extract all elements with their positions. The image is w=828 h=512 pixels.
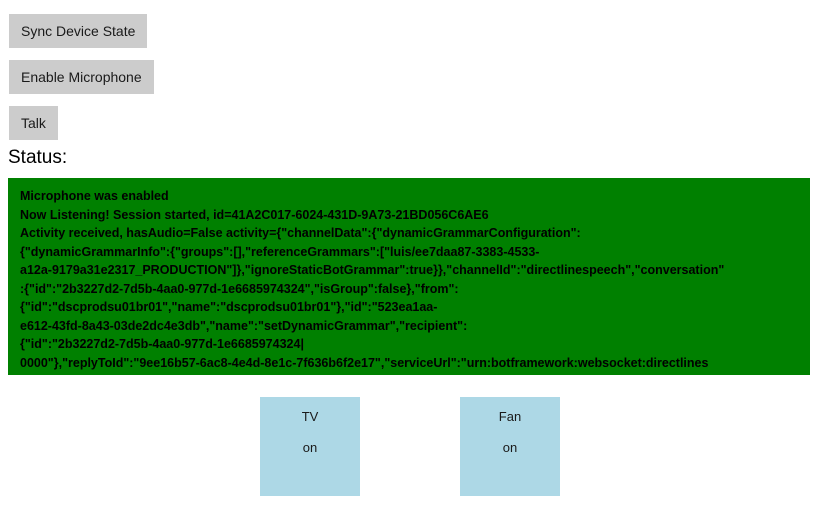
status-log-line: Microphone was enabled xyxy=(20,189,169,203)
status-log-line: {"id":"dscprodsu01br01","name":"dscprods… xyxy=(20,300,438,314)
status-log-line: e612-43fd-8a43-03de2dc4e3db","name":"set… xyxy=(20,318,468,333)
status-log-line: {"dynamicGrammarInfo":{"groups":[],"refe… xyxy=(20,244,540,259)
device-card-fan: Fan on xyxy=(460,397,560,496)
status-log-line: Now Listening! Session started, id=41A2C… xyxy=(20,207,489,222)
device-card-tv: TV on xyxy=(260,397,360,496)
sync-device-state-button[interactable]: Sync Device State xyxy=(9,14,148,48)
talk-button[interactable]: Talk xyxy=(9,106,58,140)
status-log-line: :{"id":"2b3227d2-7d5b-4aa0-977d-1e668597… xyxy=(20,281,459,296)
device-state: on xyxy=(302,440,318,455)
status-log: Microphone was enabled Now Listening! Se… xyxy=(8,178,810,375)
device-name: Fan xyxy=(498,409,522,424)
status-label: Status: xyxy=(8,147,68,168)
status-log-line: Activity received, hasAudio=False activi… xyxy=(20,226,581,240)
enable-microphone-button[interactable]: Enable Microphone xyxy=(9,60,154,94)
status-log-line: {"id":"2b3227d2-7d5b-4aa0-977d-1e6685974… xyxy=(20,337,304,351)
status-log-line: a12a-9179a31e2317_PRODUCTION"]},"ignoreS… xyxy=(20,263,725,277)
device-state: on xyxy=(502,440,518,455)
device-name: TV xyxy=(301,409,319,424)
status-log-line: 0000"},"replyToId":"9ee16b57-6ac8-4e4d-8… xyxy=(20,355,709,370)
button-stack: Sync Device State Enable Microphone Talk xyxy=(9,14,154,140)
